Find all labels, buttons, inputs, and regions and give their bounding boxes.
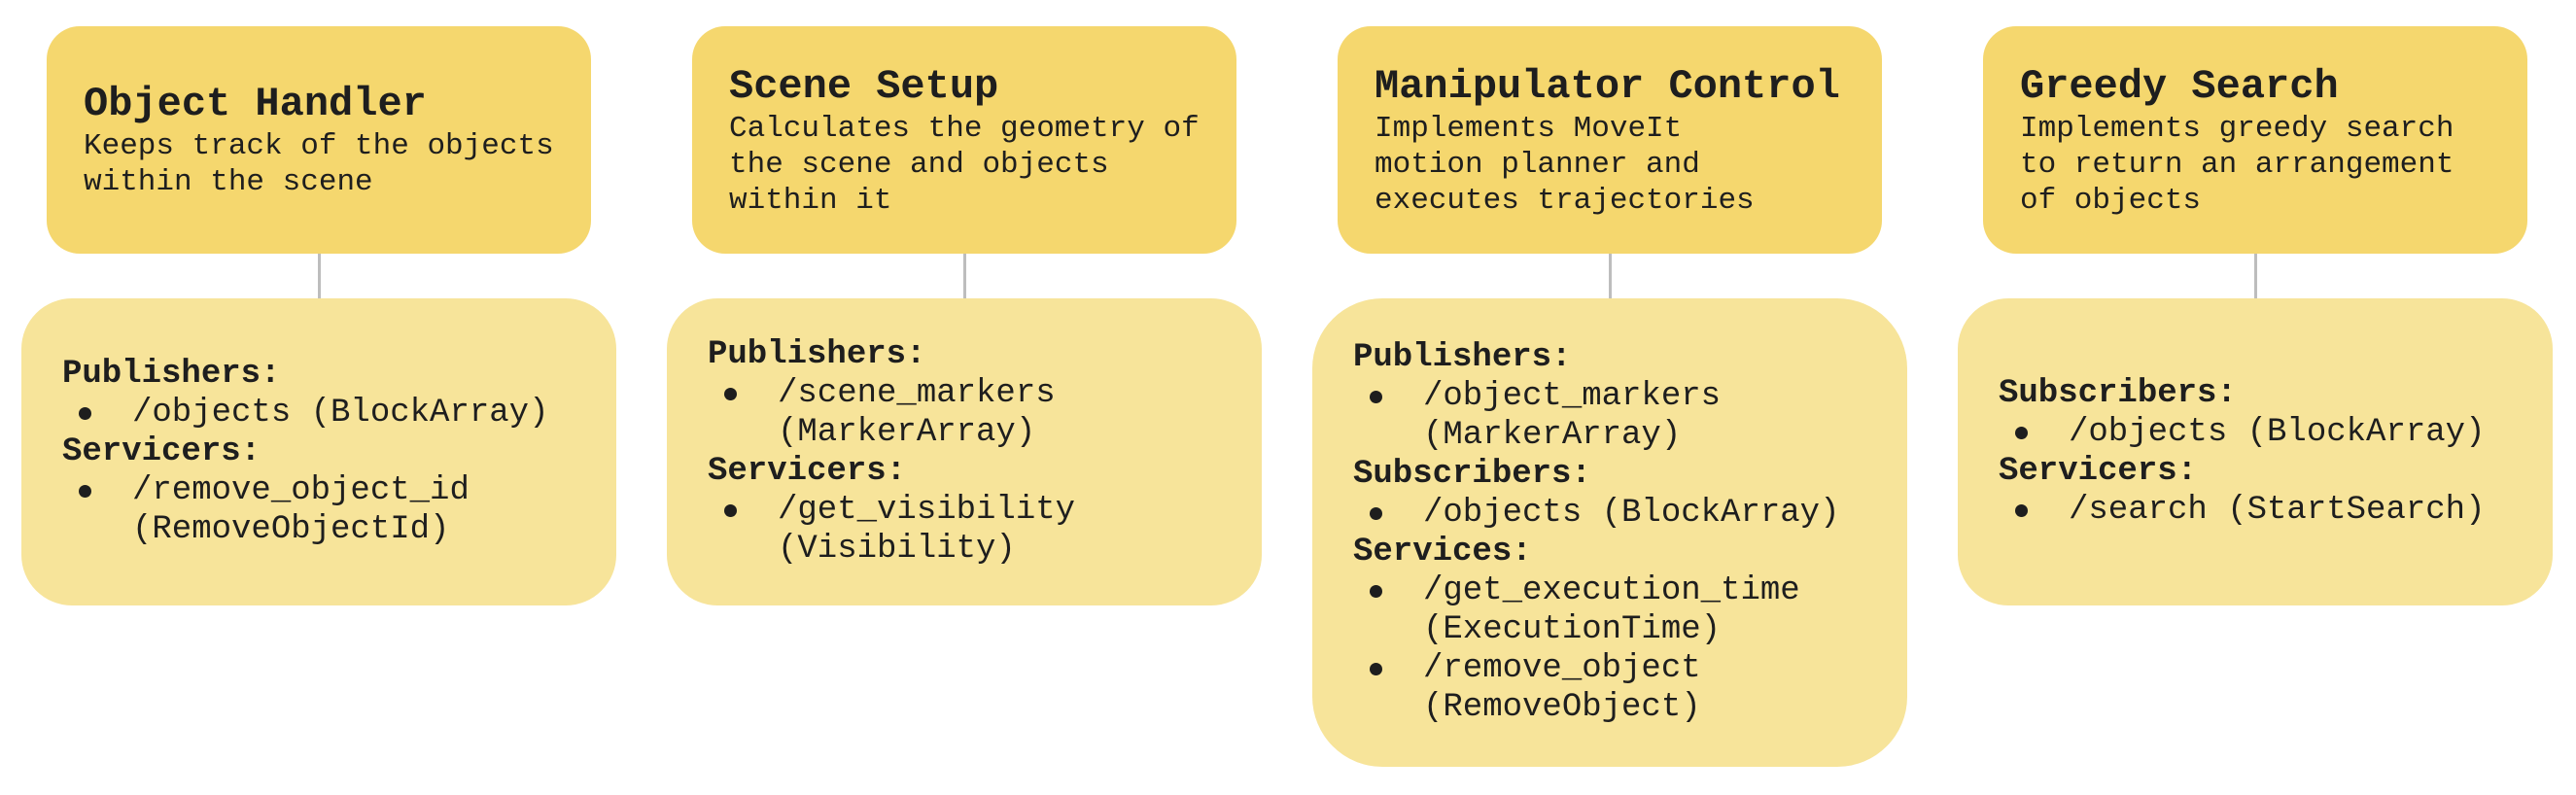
connector-line <box>318 254 321 298</box>
bullet-icon <box>1370 391 1382 403</box>
list-item: /remove_object (RemoveObject) <box>1353 649 1744 727</box>
section-heading-publishers: Publishers: <box>1353 339 1572 376</box>
node-scene-setup: Scene Setup Calculates the geometry of t… <box>667 0 1262 795</box>
item-list: /get_visibility (Visibility) <box>708 491 1223 569</box>
bullet-icon <box>79 407 91 420</box>
list-item: /scene_markers (MarkerArray) <box>708 374 1098 452</box>
item-list: /remove_object_id (RemoveObjectId) <box>62 471 577 549</box>
item-text: /objects (BlockArray) <box>132 395 549 432</box>
item-list: /objects (BlockArray) <box>62 394 577 432</box>
connector-line <box>963 254 966 298</box>
bullet-icon <box>1370 585 1382 598</box>
bullet-icon <box>724 388 737 400</box>
item-list: /get_execution_time (ExecutionTime) /rem… <box>1353 571 1868 727</box>
list-item: /get_execution_time (ExecutionTime) <box>1353 571 1890 649</box>
node-description: Calculates the geometry of the scene and… <box>729 111 1200 218</box>
list-item: /remove_object_id (RemoveObjectId) <box>62 471 511 549</box>
item-text: /get_execution_time (ExecutionTime) <box>1423 572 1800 648</box>
list-item: /object_markers (MarkerArray) <box>1353 377 1754 455</box>
list-item: /search (StartSearch) <box>1999 491 2514 530</box>
node-body: Publishers: /object_markers (MarkerArray… <box>1312 298 1907 767</box>
list-item: /objects (BlockArray) <box>1353 494 1868 533</box>
bullet-icon <box>724 504 737 517</box>
node-object-handler: Object Handler Keeps track of the object… <box>21 0 616 795</box>
section-heading-servicers: Servicers: <box>1999 453 2198 490</box>
node-body: Publishers: /scene_markers (MarkerArray)… <box>667 298 1262 605</box>
item-list: /objects (BlockArray) <box>1353 494 1868 533</box>
node-greedy-search: Greedy Search Implements greedy search t… <box>1958 0 2553 795</box>
bullet-icon <box>2015 504 2028 517</box>
bullet-icon <box>2015 427 2028 439</box>
section-heading-subscribers: Subscribers: <box>1999 375 2237 412</box>
item-text: /objects (BlockArray) <box>1423 495 1840 532</box>
item-text: /scene_markers (MarkerArray) <box>778 375 1056 451</box>
item-text: /get_visibility (Visibility) <box>778 492 1076 568</box>
item-list: /scene_markers (MarkerArray) <box>708 374 1223 452</box>
node-header: Greedy Search Implements greedy search t… <box>1983 26 2527 254</box>
section-heading-publishers: Publishers: <box>62 356 281 393</box>
node-description: Implements greedy search to return an ar… <box>2020 111 2454 218</box>
bullet-icon <box>79 485 91 498</box>
node-header: Scene Setup Calculates the geometry of t… <box>692 26 1236 254</box>
node-header: Object Handler Keeps track of the object… <box>47 26 591 254</box>
list-item: /objects (BlockArray) <box>1999 413 2514 452</box>
bullet-icon <box>1370 507 1382 520</box>
node-title: Scene Setup <box>729 62 999 110</box>
item-text: /remove_object (RemoveObject) <box>1423 650 1701 726</box>
bullet-icon <box>1370 663 1382 675</box>
node-title: Manipulator Control <box>1375 62 1840 110</box>
item-text: /search (StartSearch) <box>2069 492 2486 529</box>
item-list: /search (StartSearch) <box>1999 491 2514 530</box>
item-text: /remove_object_id (RemoveObjectId) <box>132 472 470 548</box>
item-list: /object_markers (MarkerArray) <box>1353 377 1868 455</box>
list-item: /objects (BlockArray) <box>62 394 577 432</box>
section-heading-servicers: Servicers: <box>708 453 907 490</box>
item-list: /objects (BlockArray) <box>1999 413 2514 452</box>
node-description: Implements MoveIt motion planner and exe… <box>1375 111 1755 218</box>
section-heading-subscribers: Subscribers: <box>1353 456 1591 493</box>
node-title: Object Handler <box>84 81 427 127</box>
node-description: Keeps track of the objects within the sc… <box>84 129 554 199</box>
node-body: Publishers: /objects (BlockArray) Servic… <box>21 298 616 605</box>
section-heading-servicers: Servicers: <box>62 433 261 470</box>
node-manipulator-control: Manipulator Control Implements MoveIt mo… <box>1312 0 1907 795</box>
section-heading-publishers: Publishers: <box>708 336 926 373</box>
item-text: /objects (BlockArray) <box>2069 414 2486 451</box>
node-header: Manipulator Control Implements MoveIt mo… <box>1338 26 1882 254</box>
node-body: Subscribers: /objects (BlockArray) Servi… <box>1958 298 2553 605</box>
connector-line <box>2254 254 2257 298</box>
section-heading-services: Services: <box>1353 534 1532 570</box>
list-item: /get_visibility (Visibility) <box>708 491 1098 569</box>
item-text: /object_markers (MarkerArray) <box>1423 378 1722 454</box>
connector-line <box>1609 254 1612 298</box>
node-title: Greedy Search <box>2020 62 2339 110</box>
